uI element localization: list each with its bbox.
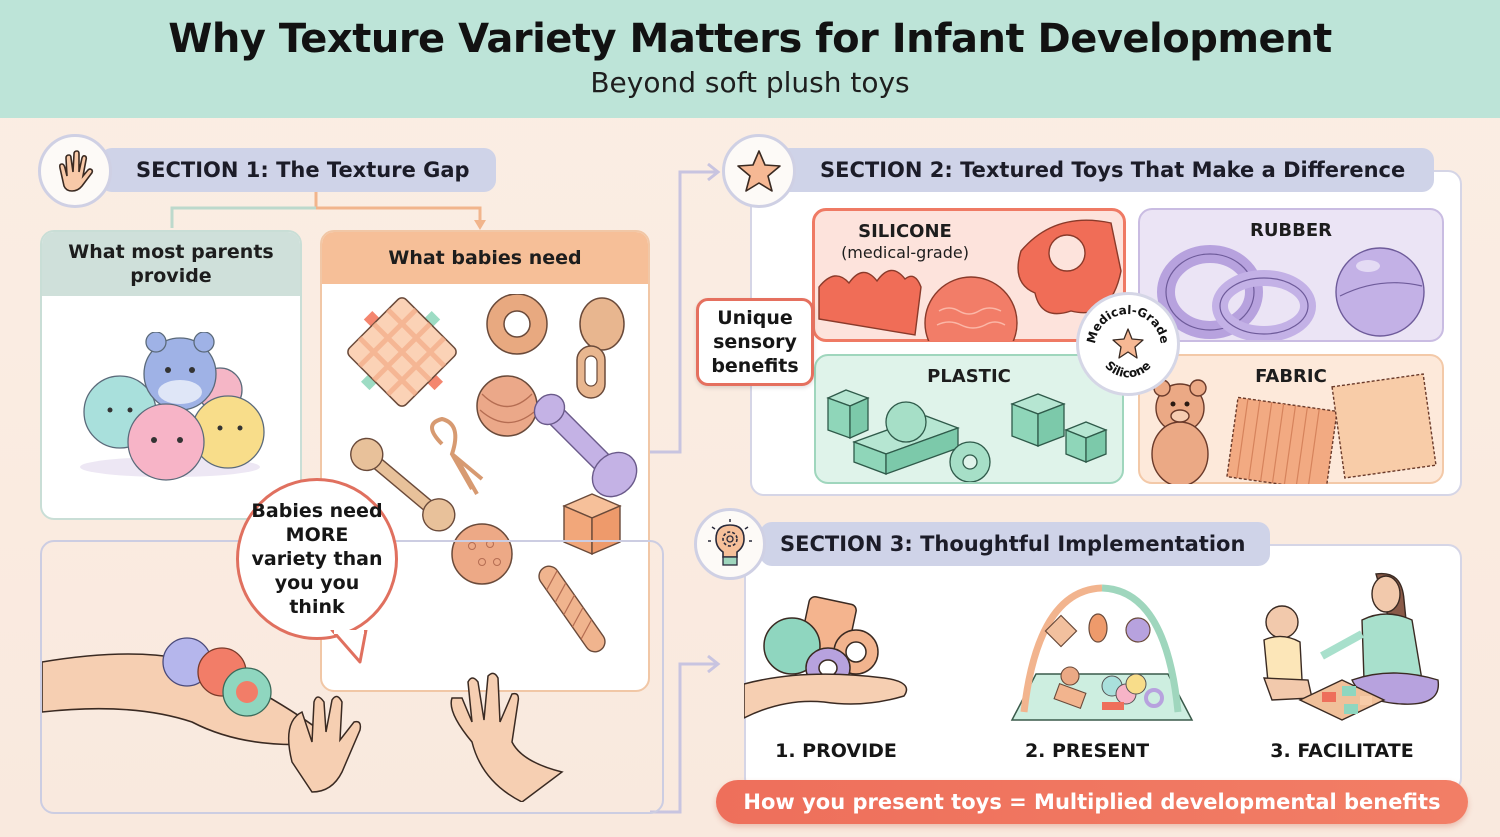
material-label-silicone: SILICONE	[858, 221, 952, 242]
unique-sensory-benefits-callout: Unique sensory benefits	[696, 298, 814, 386]
section-3-title: SECTION 3: Thoughtful Implementation	[780, 532, 1246, 556]
waving-hand-icon	[38, 134, 112, 208]
section-1-title: SECTION 1: The Texture Gap	[136, 158, 470, 182]
section-2-title: SECTION 2: Textured Toys That Make a Dif…	[820, 158, 1406, 182]
material-sublabel-silicone: (medical-grade)	[841, 243, 969, 262]
material-card-fabric: FABRIC	[1138, 354, 1444, 484]
page-subtitle: Beyond soft plush toys	[590, 66, 910, 99]
section-3-header: SECTION 3: Thoughtful Implementation	[760, 522, 1270, 566]
section-2-header: SECTION 2: Textured Toys That Make a Dif…	[778, 148, 1434, 192]
fabric-toys-illustration	[1151, 373, 1437, 484]
material-card-plastic: PLASTIC	[814, 354, 1124, 484]
header-banner: Why Texture Variety Matters for Infant D…	[0, 0, 1500, 118]
panel-babies-need-heading: What babies need	[322, 232, 648, 284]
panel-parents-provide: What most parents provide	[40, 230, 302, 520]
material-label-fabric: FABRIC	[1255, 366, 1327, 387]
silicone-toys-illustration	[818, 219, 1122, 341]
speech-bubble: Babies need MORE variety than you you th…	[236, 478, 398, 640]
step-2-label: 2. PRESENT	[1024, 740, 1150, 762]
section-1-header: SECTION 1: The Texture Gap	[100, 148, 496, 192]
svg-text:Silicone: Silicone	[1102, 358, 1153, 380]
step-1-provide-illustration	[744, 595, 908, 719]
textured-toys-illustration	[347, 294, 638, 653]
speech-bubble-text: Babies need MORE variety than you you th…	[251, 500, 383, 618]
step-3-label: 3. FACILITATE	[1270, 740, 1414, 762]
lightbulb-gear-icon	[694, 508, 766, 580]
panel-parents-provide-heading: What most parents provide	[42, 232, 300, 296]
star-icon	[722, 134, 796, 208]
callout-text: Unique sensory benefits	[711, 307, 799, 377]
step-1-label: 1. PROVIDE	[775, 740, 897, 762]
key-takeaway-banner: How you present toys = Multiplied develo…	[716, 780, 1468, 824]
plastic-toys-illustration	[826, 389, 1108, 482]
badge-graphic: Medical-Grade Silicone	[1084, 303, 1172, 381]
star-icon	[1112, 328, 1144, 359]
page-title: Why Texture Variety Matters for Infant D…	[168, 16, 1332, 62]
material-card-silicone: SILICONE (medical-grade)	[812, 208, 1126, 342]
medical-grade-silicone-badge: Medical-Grade Silicone	[1076, 292, 1180, 396]
speech-bubble-tail	[330, 630, 368, 664]
hands-offering-toys-illustration	[42, 637, 564, 802]
step-3-facilitate-illustration	[1262, 572, 1440, 721]
rubber-toys-illustration	[1157, 245, 1425, 340]
banner-text: How you present toys = Multiplied develo…	[743, 790, 1441, 814]
material-label-rubber: RUBBER	[1249, 220, 1333, 241]
material-card-rubber: RUBBER	[1138, 208, 1444, 342]
step-2-present-illustration	[1010, 584, 1194, 721]
material-label-plastic: PLASTIC	[927, 366, 1011, 387]
plush-toys-illustration	[80, 332, 265, 481]
badge-bottom-text: Silicone	[1102, 358, 1153, 380]
